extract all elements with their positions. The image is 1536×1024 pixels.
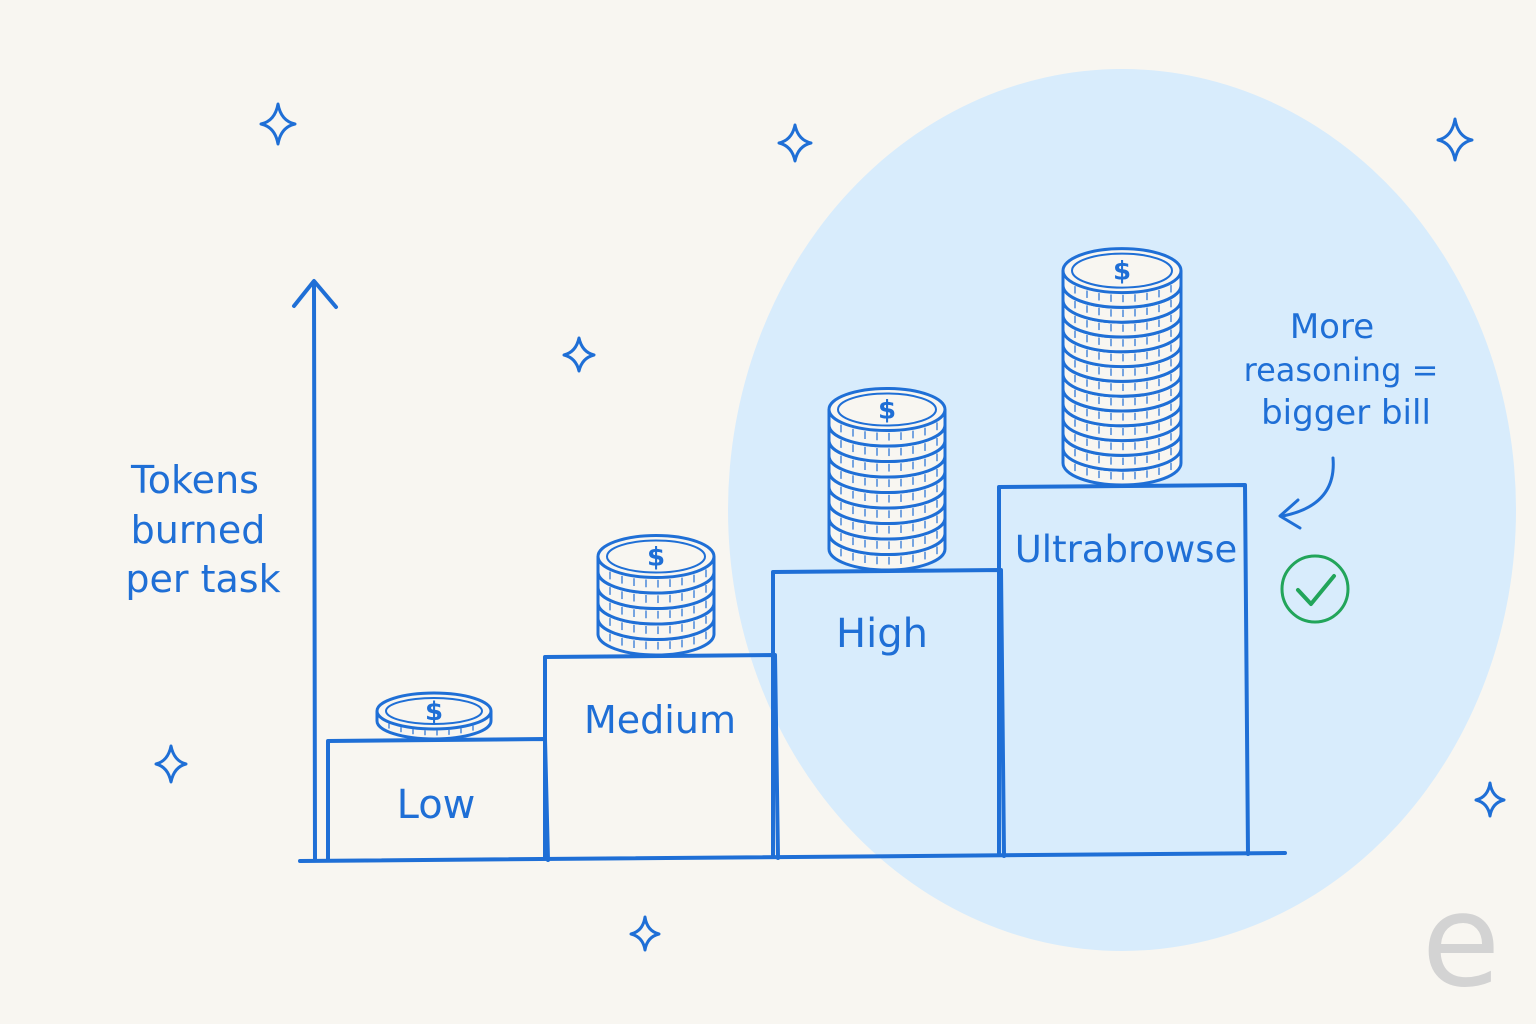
sparkle-icon	[629, 915, 661, 952]
coin-stack: $	[375, 691, 493, 741]
check-icon	[1280, 554, 1350, 624]
tick-label: Medium	[584, 698, 736, 742]
coin-stack: $	[596, 534, 716, 657]
annotation: More reasoning = bigger bill	[1244, 307, 1439, 530]
tick-label: High	[836, 611, 928, 657]
sparkle-icon	[1474, 781, 1506, 818]
sparkle-icon	[259, 102, 297, 146]
coin	[596, 534, 716, 595]
annotation-line: reasoning =	[1244, 351, 1439, 389]
y-axis-label-line: Tokens	[130, 458, 259, 502]
sparkle-icon	[777, 123, 813, 163]
highlight-circle	[728, 69, 1516, 951]
dollar-icon: $	[878, 396, 896, 426]
tick-label: Low	[397, 782, 476, 828]
sparkle-icon	[1436, 117, 1474, 162]
y-axis-label-line: per task	[125, 557, 280, 601]
coin-ring	[1071, 252, 1173, 289]
y-axis-label: Tokens burned per task	[125, 458, 280, 601]
coin-ring	[385, 697, 483, 725]
y-axis	[292, 279, 338, 862]
coin-ring	[606, 539, 706, 574]
annotation-arrowhead	[1278, 498, 1302, 530]
sparkle-icon	[562, 336, 596, 373]
coin	[827, 387, 947, 448]
x-axis	[298, 851, 1287, 863]
dollar-icon: $	[647, 543, 665, 573]
coin	[1061, 247, 1183, 309]
sparkle-icon	[154, 744, 188, 784]
annotation-line: More	[1290, 307, 1374, 347]
annotation-arrow	[1281, 456, 1335, 518]
bars: Low $ Medium $ High $ Ultrabrowse $	[326, 247, 1250, 862]
logo: e	[1422, 867, 1501, 1016]
coin-stack: $	[827, 387, 947, 572]
dollar-icon: $	[425, 697, 443, 727]
sparkles	[154, 102, 1506, 952]
coin-stack: $	[1061, 247, 1183, 487]
y-axis-label-line: burned	[131, 508, 266, 552]
dollar-icon: $	[1113, 257, 1131, 287]
annotation-line: bigger bill	[1261, 393, 1431, 433]
tick-label: Ultrabrowse	[1015, 528, 1238, 571]
bar	[543, 653, 780, 860]
coin-ring	[837, 392, 937, 427]
